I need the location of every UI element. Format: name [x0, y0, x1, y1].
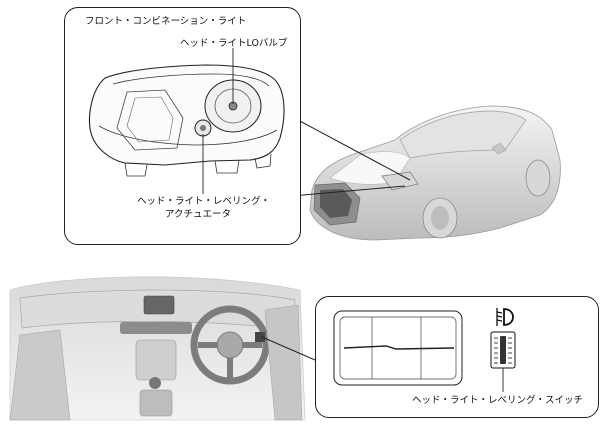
- switch-callout-box: ヘッド・ライト・レベリング・スイッチ: [315, 296, 599, 418]
- bulb-label: ヘッド・ライトLOバルブ: [180, 38, 288, 49]
- actuator-label-line2: アクチュエータ: [165, 209, 232, 220]
- switch-location-marker: [255, 332, 265, 342]
- actuator-label-line1: ヘッド・ライト・レベリング・: [137, 196, 271, 207]
- leveling-switch: [490, 331, 516, 369]
- headlight-callout-box: フロント・コンビネーション・ライト ヘッド・ライトLOバルブ ヘッド・ライト・レ…: [64, 7, 301, 245]
- switch-panel-drawing: [333, 308, 516, 392]
- headlight-leader-line-lower: [291, 185, 406, 197]
- car-illustration: [309, 105, 561, 241]
- switch-label: ヘッド・ライト・レベリング・スイッチ: [412, 395, 584, 406]
- headlight-leveling-icon: [496, 308, 514, 326]
- headlight-callout-title: フロント・コンビネーション・ライト: [85, 16, 247, 27]
- interior-illustration: [9, 276, 306, 421]
- headlight-assembly-drawing: [88, 48, 285, 194]
- panel-outline: [333, 310, 463, 386]
- switch-leader-line: [261, 336, 316, 361]
- headlight-leader-line: [297, 119, 411, 181]
